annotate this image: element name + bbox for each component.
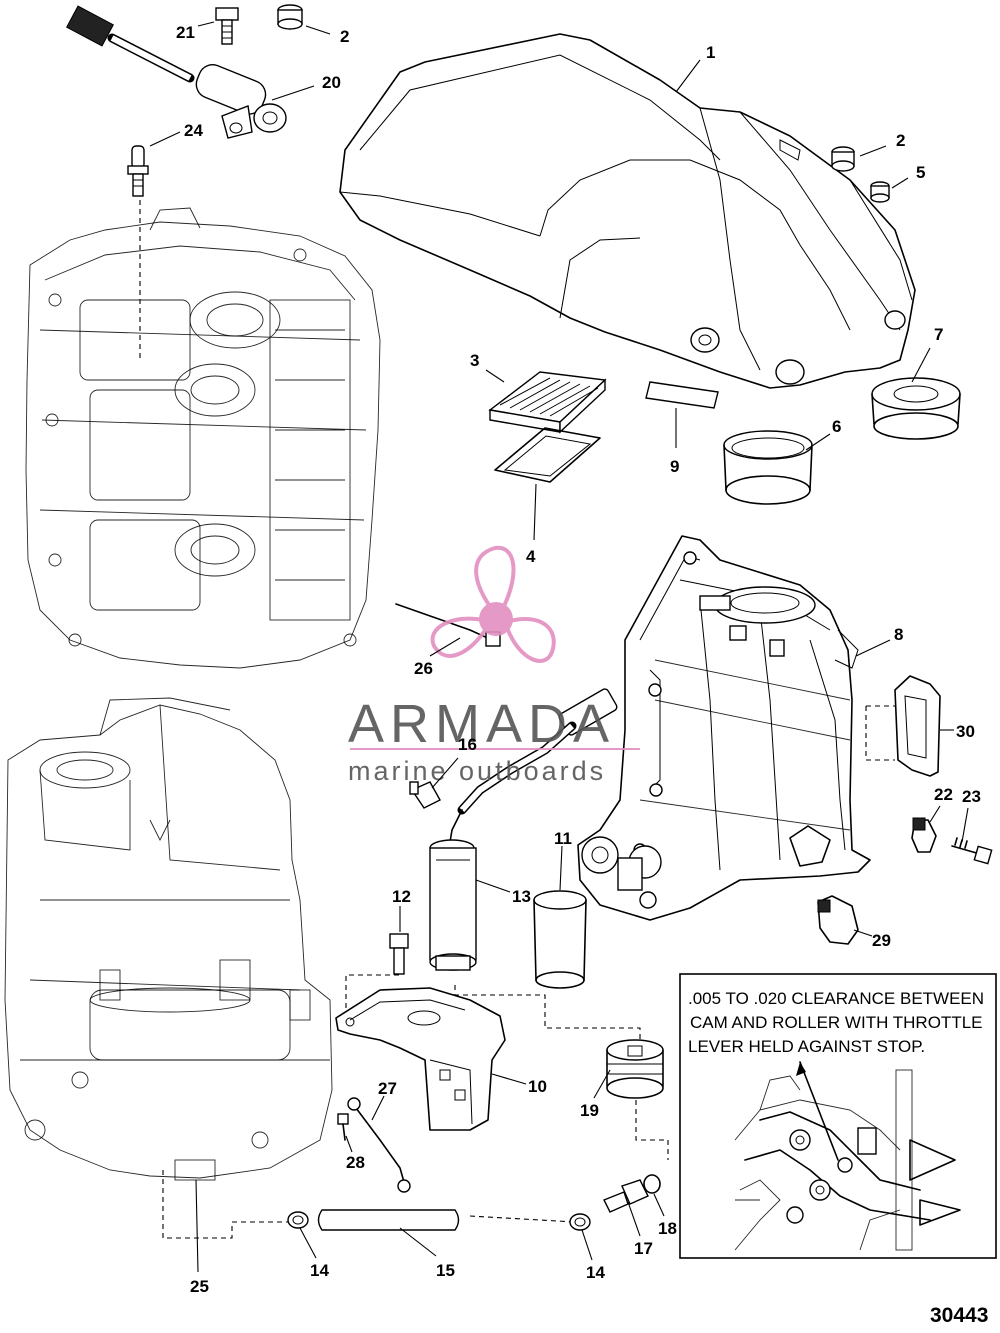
watermark-tagline: marine outboards: [348, 756, 606, 786]
callout-1: 1: [706, 43, 715, 62]
part-12-bolt: [389, 933, 409, 975]
inset-note-line-2: CAM AND ROLLER WITH THROTTLE: [690, 1013, 983, 1032]
inset-note-line-1: .005 TO .020 CLEARANCE BETWEEN: [688, 989, 984, 1008]
callout-18: 18: [658, 1219, 677, 1238]
part-29-clamp: [817, 895, 859, 945]
part-20-sensor-harness: [66, 5, 287, 139]
callout-2-cover: 2: [896, 131, 905, 150]
part-24-fitting: [127, 145, 149, 197]
callout-labels: 21 2 20 24 1 2 5 7 3 4 9 6 8 30 22 23 29…: [176, 23, 981, 1296]
inset-frame: [679, 973, 997, 1259]
callout-23: 23: [962, 787, 981, 806]
callout-21: 21: [176, 23, 195, 42]
inset-throttle-detail: [734, 1061, 961, 1251]
callout-10: 10: [528, 1077, 547, 1096]
part-19-grommet: [606, 1039, 664, 1099]
callout-11: 11: [554, 829, 572, 848]
callout-28: 28: [346, 1153, 365, 1172]
armada-watermark: ARMADA marine outboards: [348, 545, 640, 786]
inset-pointer-arrow: [799, 1061, 839, 1161]
callout-29: 29: [872, 931, 891, 950]
watermark-underline: [350, 748, 640, 750]
part-10-bracket: [335, 987, 506, 1131]
callout-13: 13: [512, 887, 531, 906]
callout-9: 9: [670, 457, 679, 476]
vapor-separator-reference: [4, 697, 333, 1181]
part-28-screw: [337, 1113, 349, 1141]
callout-5: 5: [916, 163, 925, 182]
harness-wire: [457, 688, 618, 815]
callout-25: 25: [190, 1277, 209, 1296]
callout-4: 4: [526, 547, 536, 566]
part-8-throttle-body: [577, 535, 871, 921]
callout-15: 15: [436, 1261, 455, 1280]
callout-7: 7: [934, 325, 943, 344]
propeller-logo-icon: [430, 545, 556, 663]
part-23-bolt: [951, 837, 993, 865]
callout-22: 22: [934, 785, 953, 804]
part-2-grommet-top: [277, 4, 303, 30]
callout-3: 3: [470, 351, 479, 370]
part-1-intake-cover: [339, 33, 916, 389]
assembly-line-30: [865, 705, 895, 761]
callout-2-top: 2: [340, 27, 349, 46]
part-9-strip: [645, 381, 719, 409]
callout-26: 26: [414, 659, 433, 678]
part-6-ring: [723, 430, 813, 505]
callout-16: 16: [458, 735, 477, 754]
assembly-line-12: [345, 974, 399, 1008]
leader-lines: [149, 21, 969, 1273]
callout-27: 27: [378, 1079, 397, 1098]
part-22-clamp: [911, 817, 937, 853]
part-17-fitting: [603, 1179, 649, 1213]
callout-24: 24: [184, 121, 203, 140]
part-11-sleeve: [533, 890, 587, 989]
callout-8: 8: [894, 625, 903, 644]
part-30-bracket: [894, 675, 941, 777]
part-5-grommet: [870, 181, 890, 203]
part-14-clamp-right: [569, 1213, 591, 1231]
part-27-ground-strap: [347, 1097, 411, 1193]
callout-6: 6: [832, 417, 841, 436]
part-21-bolt: [215, 7, 239, 45]
callout-14-left: 14: [310, 1261, 329, 1280]
part-14-clamp-left: [287, 1211, 309, 1229]
engine-block-reference: [25, 207, 381, 669]
part-2-grommet-cover: [831, 146, 855, 172]
callout-19: 19: [580, 1101, 599, 1120]
callout-12: 12: [392, 887, 411, 906]
inset-note-line-3: LEVER HELD AGAINST STOP.: [688, 1037, 925, 1056]
callout-17: 17: [634, 1239, 653, 1258]
part-4-gasket: [494, 427, 601, 483]
assembly-line-15: [469, 1215, 576, 1223]
callout-14-right: 14: [586, 1263, 605, 1282]
assembly-line-10: [454, 985, 641, 1040]
part-16-fitting: [409, 781, 441, 809]
part-7-seal: [871, 377, 961, 440]
assembly-line-25: [162, 1170, 292, 1239]
callout-30: 30: [956, 722, 975, 741]
figure-number: 30443: [930, 1304, 988, 1327]
part-18-o-ring: [643, 1174, 661, 1194]
assembly-line-19: [635, 1100, 669, 1160]
callout-20: 20: [322, 73, 341, 92]
part-15-hose: [317, 1209, 460, 1231]
watermark-brand: ARMADA: [348, 694, 615, 754]
part-3-filter: [488, 371, 607, 434]
inset-detail: .005 TO .020 CLEARANCE BETWEEN CAM AND R…: [679, 973, 997, 1259]
part-13-fuel-pump: [429, 809, 477, 971]
